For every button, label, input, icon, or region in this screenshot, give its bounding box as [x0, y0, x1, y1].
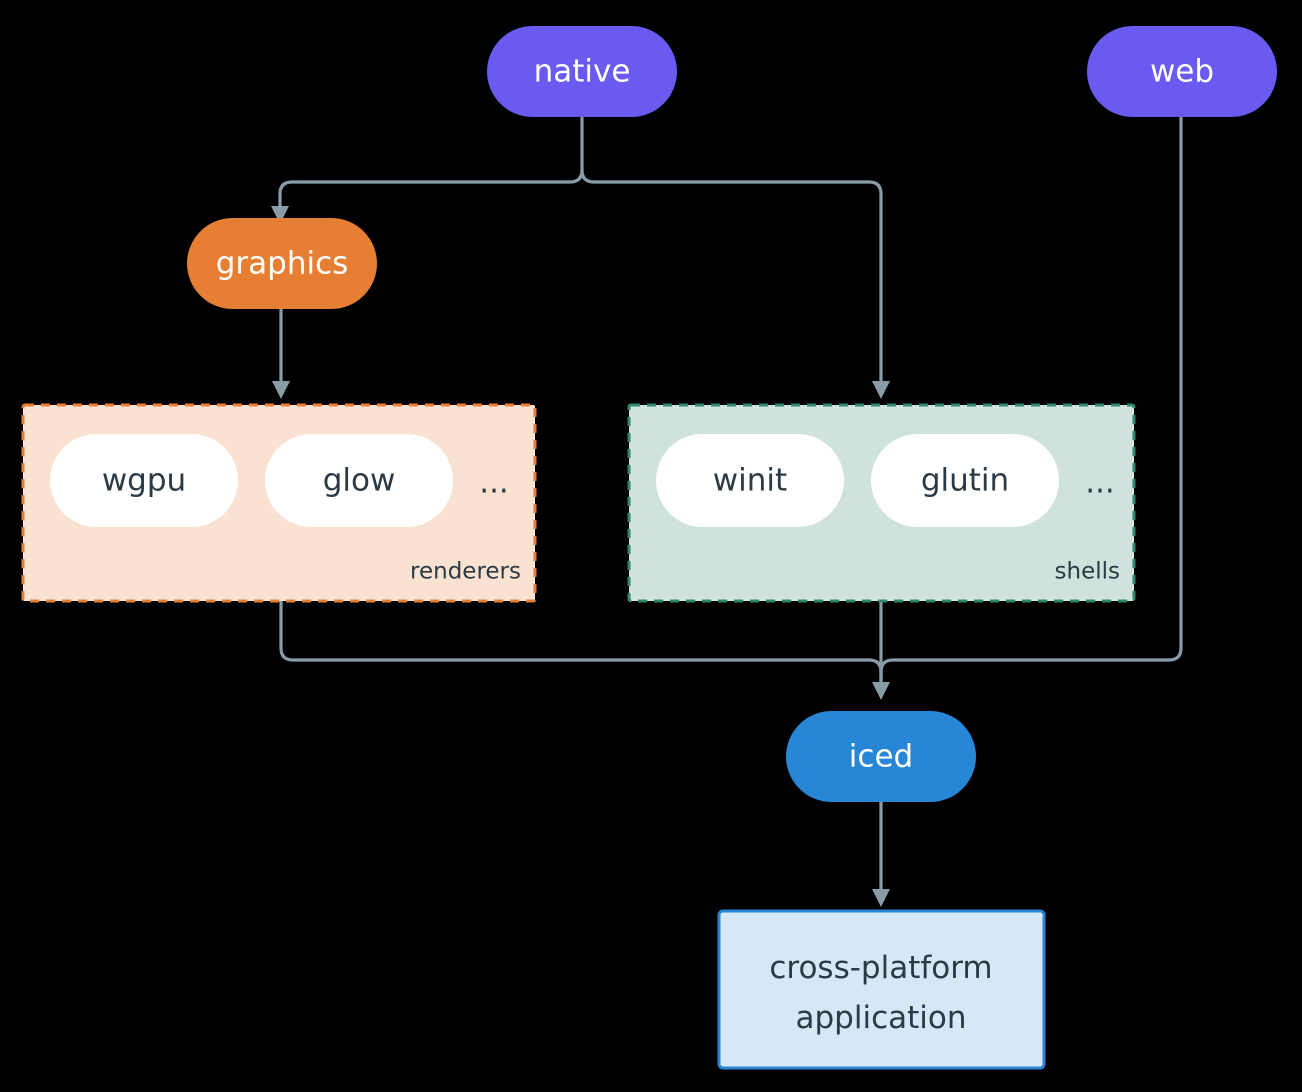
native-label: native: [534, 54, 631, 90]
edge-layer: [271, 115, 1183, 907]
graphics-label: graphics: [216, 246, 349, 282]
renderers-ellipsis: ...: [479, 465, 509, 501]
arrow-native-to-graphics: [271, 206, 289, 224]
arrow-native-to-shells: [872, 381, 890, 399]
iced-pill[interactable]: [786, 711, 976, 802]
web-pill[interactable]: [1087, 26, 1277, 117]
renderer-pill-wgpu[interactable]: [50, 434, 238, 527]
renderers-group-caption: renderers: [410, 559, 521, 585]
group-shells: winit glutin ... shells: [627, 403, 1136, 603]
iced-label: iced: [849, 739, 913, 775]
renderer-pill-glow[interactable]: [265, 434, 453, 527]
graphics-pill[interactable]: [187, 218, 377, 309]
edge-native-to-shells: [580, 168, 883, 388]
group-renderers: wgpu glow ... renderers: [21, 403, 537, 603]
shell-label-winit: winit: [713, 463, 787, 499]
arrow-graphics-to-renderers: [272, 381, 290, 399]
edge-renderers-to-iced: [279, 599, 883, 688]
shell-pill-winit[interactable]: [656, 434, 844, 527]
shell-pill-glutin[interactable]: [871, 434, 1059, 527]
arrow-iced-to-application: [872, 889, 890, 907]
application-label-line1: cross-platform: [769, 950, 992, 986]
node-web[interactable]: web: [1087, 26, 1277, 117]
native-pill[interactable]: [487, 26, 677, 117]
edge-web-to-iced: [879, 115, 1183, 688]
shell-label-glutin: glutin: [921, 463, 1009, 499]
renderer-label-glow: glow: [323, 463, 396, 499]
application-label-line2: application: [796, 1000, 967, 1036]
node-iced[interactable]: iced: [786, 711, 976, 802]
node-graphics[interactable]: graphics: [187, 218, 377, 309]
renderer-label-wgpu: wgpu: [102, 463, 186, 499]
web-label: web: [1150, 54, 1214, 90]
application-box[interactable]: [717, 909, 1046, 1070]
shells-ellipsis: ...: [1085, 465, 1115, 501]
node-native[interactable]: native: [487, 26, 677, 117]
edge-native-trunk: [278, 115, 584, 214]
arrow-merge-to-iced: [872, 682, 890, 700]
node-application[interactable]: cross-platform application: [717, 909, 1046, 1070]
shells-group-caption: shells: [1055, 559, 1120, 585]
